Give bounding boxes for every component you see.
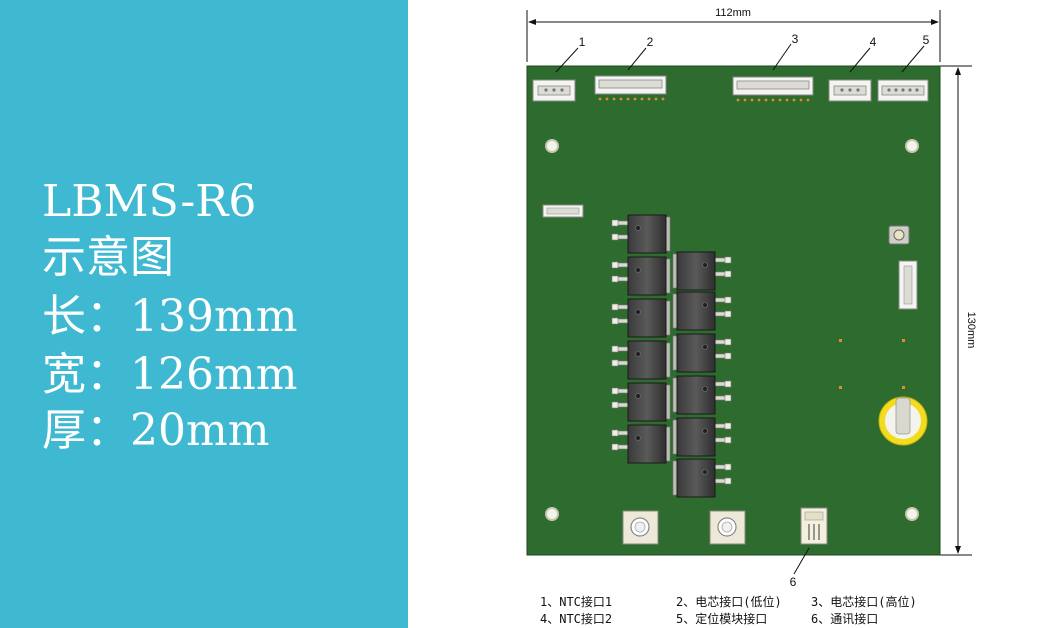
connector-6 bbox=[800, 507, 828, 545]
right-dimension-label: 130mm bbox=[965, 312, 977, 349]
coin-cell-battery bbox=[878, 396, 928, 446]
mosfet-column-left bbox=[611, 214, 671, 464]
callout-leaders bbox=[555, 43, 925, 575]
connector-1 bbox=[532, 79, 576, 102]
length-spec: 长：139mm bbox=[42, 291, 298, 342]
connector-3 bbox=[732, 76, 814, 102]
tact-switch bbox=[888, 225, 910, 245]
mounting-holes bbox=[545, 139, 919, 521]
callout-6: 6 bbox=[790, 575, 797, 589]
pcb-board bbox=[526, 65, 941, 556]
width-spec: 宽：126mm bbox=[42, 349, 298, 400]
legend-item-2: 2、电芯接口(低位) bbox=[676, 595, 782, 609]
mosfet bbox=[672, 251, 732, 291]
mosfet bbox=[611, 298, 671, 338]
mosfet bbox=[611, 424, 671, 464]
trimmer-left bbox=[622, 510, 659, 545]
connector-5 bbox=[877, 79, 929, 102]
mosfet bbox=[611, 340, 671, 380]
trimmer-right bbox=[709, 510, 746, 545]
mosfet bbox=[672, 458, 732, 498]
mosfet bbox=[611, 382, 671, 422]
top-dimension-label: 112mm bbox=[715, 7, 751, 19]
vertical-connector bbox=[898, 260, 918, 310]
legend-item-3: 3、电芯接口(高位) bbox=[811, 595, 917, 609]
connector-4 bbox=[828, 79, 872, 102]
thickness-spec: 厚：20mm bbox=[42, 405, 270, 456]
callout-3: 3 bbox=[792, 32, 799, 46]
mosfet bbox=[672, 375, 732, 415]
legend-item-4: 4、NTC接口2 bbox=[540, 612, 613, 626]
caption-label: 示意图 bbox=[42, 232, 174, 283]
mosfet bbox=[611, 214, 671, 254]
top-dimension: 112mm bbox=[526, 7, 941, 62]
connector-2 bbox=[594, 75, 667, 101]
mosfet-column-right bbox=[672, 251, 732, 498]
legend-item-6: 6、通讯接口 bbox=[811, 612, 879, 626]
model-name: LBMS-R6 bbox=[42, 176, 257, 227]
mosfet bbox=[611, 256, 671, 296]
info-panel: LBMS-R6 示意图 长：139mm 宽：126mm 厚：20mm bbox=[0, 0, 408, 628]
callout-1: 1 bbox=[579, 35, 586, 49]
callout-2: 2 bbox=[647, 35, 654, 49]
legend-item-1: 1、NTC接口1 bbox=[540, 595, 613, 609]
right-dimension: 130mm bbox=[940, 65, 977, 556]
callout-4: 4 bbox=[870, 35, 877, 49]
mosfet bbox=[672, 291, 732, 331]
legend-item-5: 5、定位模块接口 bbox=[676, 612, 768, 626]
mosfet bbox=[672, 417, 732, 457]
callout-5: 5 bbox=[923, 33, 930, 47]
small-connector bbox=[542, 204, 584, 218]
mosfet bbox=[672, 333, 732, 373]
test-pads bbox=[839, 339, 905, 389]
